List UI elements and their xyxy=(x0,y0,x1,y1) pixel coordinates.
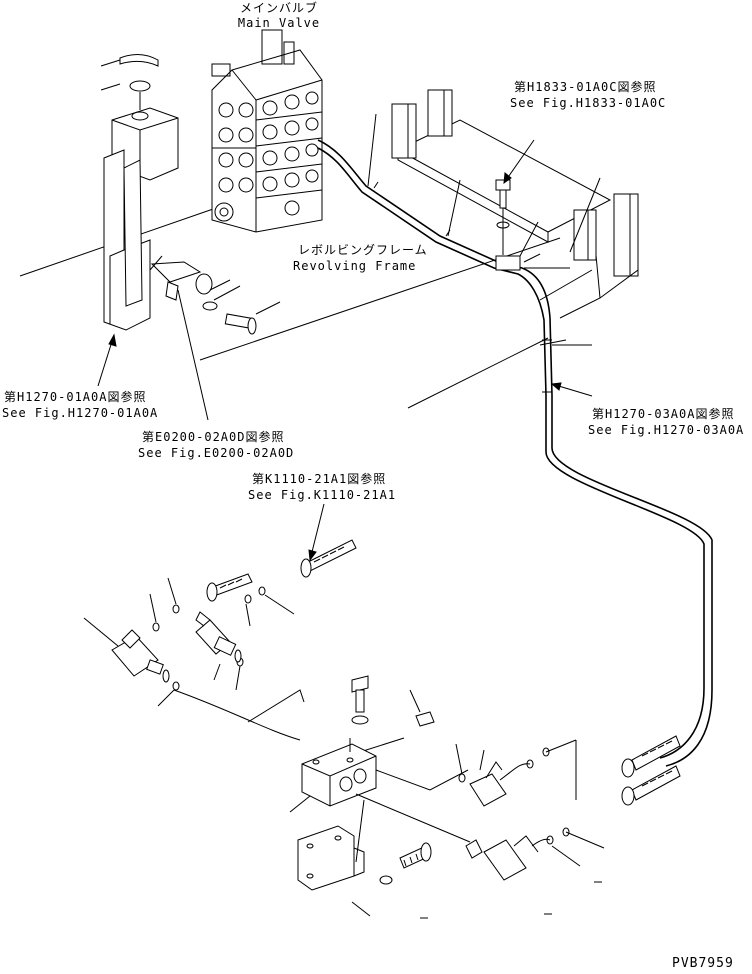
left-bracket xyxy=(103,54,179,331)
frame-bolt xyxy=(495,179,511,255)
ref-h1833-jp: 第H1833-01A0C図参照 xyxy=(514,80,657,94)
center-block xyxy=(173,675,471,863)
revolving-frame-label-jp: レボルビングフレーム xyxy=(298,243,428,257)
main-valve xyxy=(211,29,323,233)
main-valve-label-en: Main Valve xyxy=(237,16,321,30)
right-hose-ends xyxy=(621,735,681,806)
ref-e0200-en: See Fig.E0200-02A0D xyxy=(138,446,295,460)
upper-hose xyxy=(317,139,567,396)
leader-lines xyxy=(100,59,601,421)
o-rings xyxy=(83,577,605,917)
left-fittings xyxy=(111,611,242,683)
ref-e0200-jp: 第E0200-02A0D図参照 xyxy=(142,430,285,444)
marks xyxy=(420,881,602,919)
ref-h1270-03-en: See Fig.H1270-03A0A xyxy=(588,423,745,437)
drawing-code: PVB7959 xyxy=(672,956,734,971)
clamp-assembly xyxy=(150,261,257,335)
long-hose xyxy=(545,395,713,767)
hoses-center xyxy=(206,539,357,602)
ref-k1110-jp: 第K1110-21A1図参照 xyxy=(252,472,387,486)
ref-h1833-en: See Fig.H1833-01A0C xyxy=(510,96,667,110)
right-fittings xyxy=(465,761,551,881)
ref-h1270-01-en: See Fig.H1270-01A0A xyxy=(2,406,159,420)
bottom-plate xyxy=(297,825,432,891)
main-valve-label-jp: メインバルブ xyxy=(239,1,318,15)
frame-blocks xyxy=(391,89,639,319)
revolving-frame-label-en: Revolving Frame xyxy=(293,259,417,273)
ref-k1110-en: See Fig.K1110-21A1 xyxy=(248,488,397,502)
ref-h1270-03-jp: 第H1270-03A0A図参照 xyxy=(592,407,735,421)
arrows xyxy=(97,139,593,562)
ref-h1270-01-jp: 第H1270-01A0A図参照 xyxy=(4,390,147,404)
